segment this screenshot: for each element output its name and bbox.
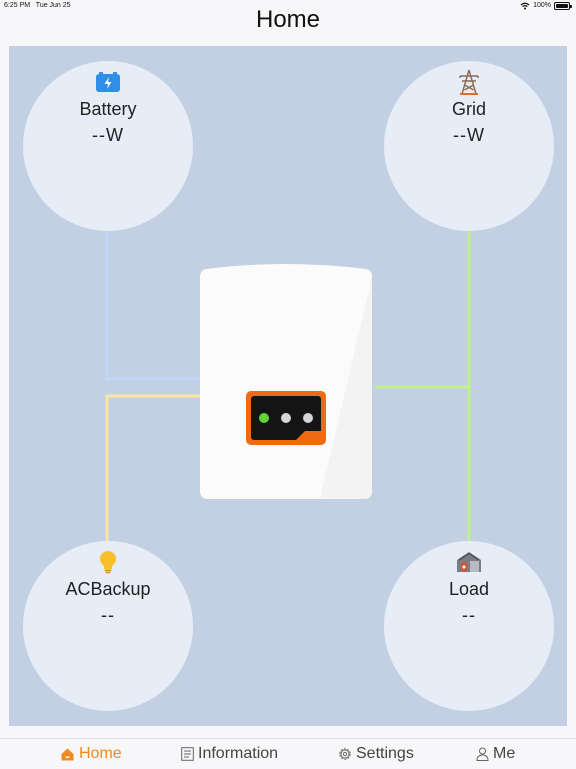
battery-value: --W	[92, 125, 124, 145]
tab-settings[interactable]: Settings	[338, 739, 414, 769]
tab-me-label: Me	[493, 745, 516, 762]
status-bar: 6:25 PM Tue Jun 25 100%	[0, 0, 576, 12]
battery-icon	[96, 72, 120, 92]
status-time: 6:25 PM	[4, 2, 31, 9]
battery-node[interactable]: Battery --W	[23, 61, 193, 231]
tab-bar: Home Information Settings Me	[0, 738, 576, 769]
grid-label: Grid	[451, 99, 486, 119]
grid-node[interactable]: Grid --W	[384, 61, 554, 231]
acbackup-value: --	[101, 605, 115, 625]
power-tower-icon	[459, 69, 479, 95]
lightbulb-icon	[100, 551, 116, 574]
status-right: 100%	[520, 0, 572, 12]
battery-label: Battery	[79, 99, 137, 119]
nav-bar: Home	[0, 0, 576, 40]
status-time-date: 6:25 PM Tue Jun 25	[4, 0, 71, 12]
gear-icon	[339, 748, 351, 760]
inverter-device[interactable]	[200, 261, 372, 501]
tab-information[interactable]: Information	[181, 739, 278, 769]
flow-lines	[105, 230, 471, 544]
tab-home[interactable]: Home	[60, 739, 122, 769]
tab-information-label: Information	[198, 745, 279, 762]
battery-percent: 100%	[533, 2, 551, 9]
load-label: Load	[448, 579, 490, 599]
acbackup-flow-line	[105, 394, 205, 544]
status-led-3	[303, 413, 313, 423]
house-icon	[457, 552, 481, 572]
page-title: Home	[255, 6, 321, 33]
status-led-2	[281, 413, 291, 423]
tab-home-label: Home	[79, 745, 122, 762]
battery-status-icon	[554, 2, 572, 10]
grid-value: --W	[453, 125, 485, 145]
load-node[interactable]: Load --	[384, 541, 554, 711]
status-led-1	[259, 413, 269, 423]
battery-flow-line	[105, 230, 205, 381]
wifi-icon	[520, 2, 530, 10]
tab-settings-label: Settings	[356, 745, 414, 762]
energy-flow-diagram: Battery --W Grid --W ACBackup --	[9, 46, 567, 726]
load-value: --	[462, 605, 476, 625]
document-icon	[181, 747, 194, 761]
status-date: Tue Jun 25	[35, 2, 71, 9]
acbackup-node[interactable]: ACBackup --	[23, 541, 193, 711]
tab-me[interactable]: Me	[476, 739, 515, 769]
person-icon	[476, 747, 489, 761]
home-icon	[61, 748, 74, 760]
acbackup-label: ACBackup	[65, 579, 151, 599]
